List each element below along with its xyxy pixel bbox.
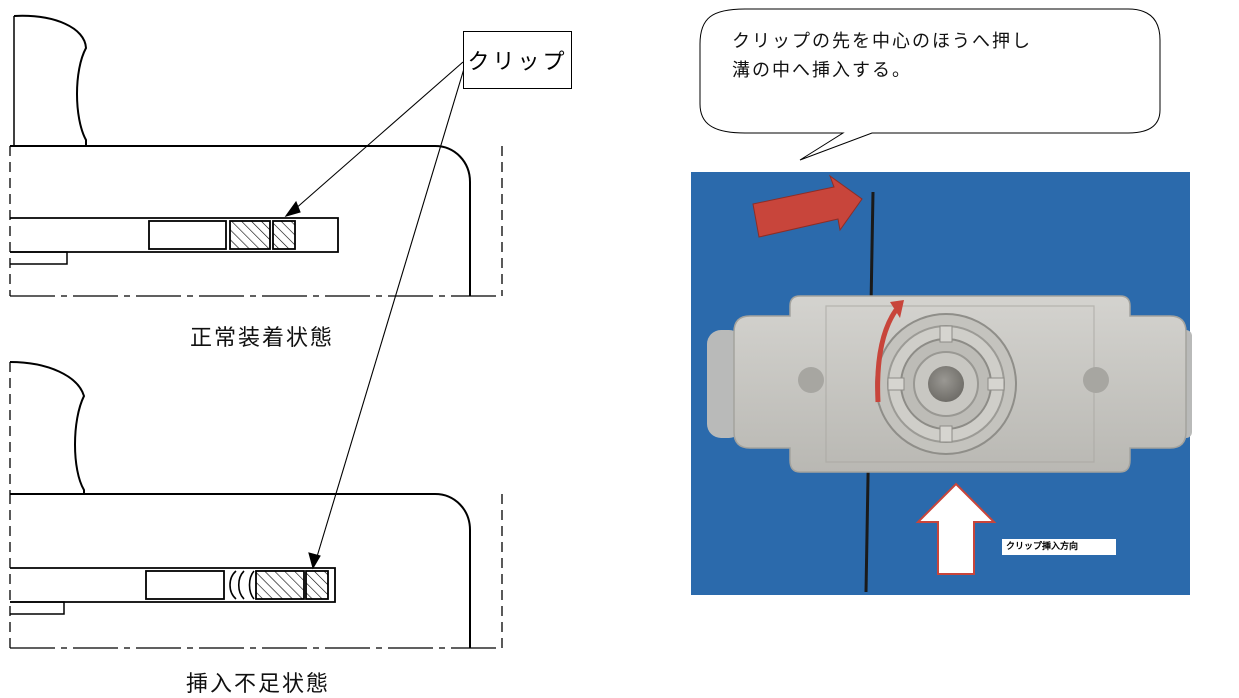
normal-state-caption: 正常装着状態 xyxy=(190,326,335,351)
knob-shape xyxy=(13,14,88,146)
insufficient-state-caption: 挿入不足状態 xyxy=(186,672,331,697)
clip-section xyxy=(255,570,305,600)
clip-label: クリップ xyxy=(467,50,568,75)
product-photo xyxy=(691,172,1192,595)
leader-lines xyxy=(284,61,467,570)
insufficient-state-drawing xyxy=(9,361,503,649)
speech-bubble-outline xyxy=(699,8,1161,161)
slot-rect xyxy=(148,220,227,250)
push-arrow xyxy=(752,174,863,238)
curved-arrow xyxy=(875,308,899,403)
mount-hole-left xyxy=(798,367,824,393)
callout-text: クリップの先を中心のほうへ押し 溝の中へ挿入する。 xyxy=(732,27,1162,85)
callout-line-2: 溝の中へ挿入する。 xyxy=(732,60,912,81)
clip-label-box: クリップ xyxy=(463,31,572,89)
housing-outline xyxy=(10,493,471,648)
slot-rect xyxy=(145,570,225,600)
housing-outline xyxy=(10,145,471,296)
arrowhead xyxy=(308,552,321,570)
callout-line-1: クリップの先を中心のほうへ押し xyxy=(732,31,1032,52)
groove xyxy=(10,217,339,253)
arrowhead xyxy=(284,200,301,217)
clip-section xyxy=(229,220,271,250)
insert-direction-arrow xyxy=(915,482,997,575)
speech-bubble xyxy=(699,8,1161,161)
clip-section xyxy=(272,220,296,250)
fitting-center xyxy=(928,366,964,402)
clip-section xyxy=(305,570,329,600)
clip-curve xyxy=(229,570,237,600)
normal-state-drawing xyxy=(9,14,503,297)
mount-hole-right xyxy=(1083,367,1109,393)
knob-shape xyxy=(9,361,86,494)
groove xyxy=(10,567,336,603)
insert-direction-label: クリップ挿入方向 xyxy=(1002,539,1116,555)
